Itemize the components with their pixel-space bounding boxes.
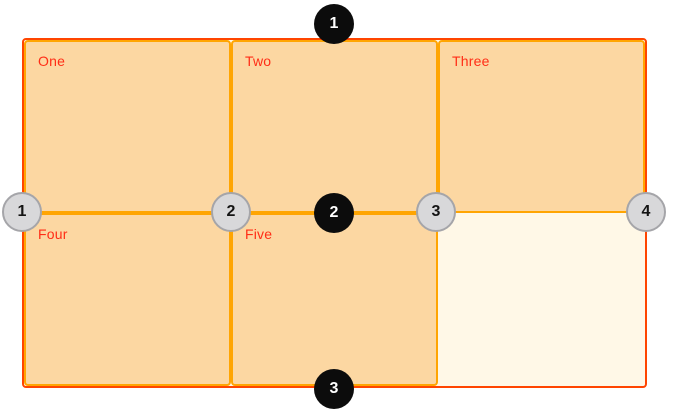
grid-cell-three: Three [438, 40, 645, 213]
cell-label-four: Four [38, 226, 68, 242]
cell-label-five: Five [245, 226, 273, 242]
grid-cell-empty [438, 213, 645, 386]
column-line-marker-4: 4 [626, 192, 666, 232]
column-line-marker-1: 1 [2, 192, 42, 232]
grid-cell-five: Five [231, 213, 438, 386]
cell-label-one: One [38, 53, 66, 69]
grid-cell-one: One [24, 40, 231, 213]
cell-label-two: Two [245, 53, 272, 69]
cell-label-three: Three [452, 53, 490, 69]
column-line-marker-3: 3 [416, 192, 456, 232]
row-line-marker-2: 2 [314, 193, 354, 233]
grid-cell-four: Four [24, 213, 231, 386]
row-line-marker-3: 3 [314, 369, 354, 409]
grid-container: One Two Three Four Five [22, 38, 647, 388]
row-line-marker-1: 1 [314, 4, 354, 44]
grid-cell-two: Two [231, 40, 438, 213]
column-line-marker-2: 2 [211, 192, 251, 232]
